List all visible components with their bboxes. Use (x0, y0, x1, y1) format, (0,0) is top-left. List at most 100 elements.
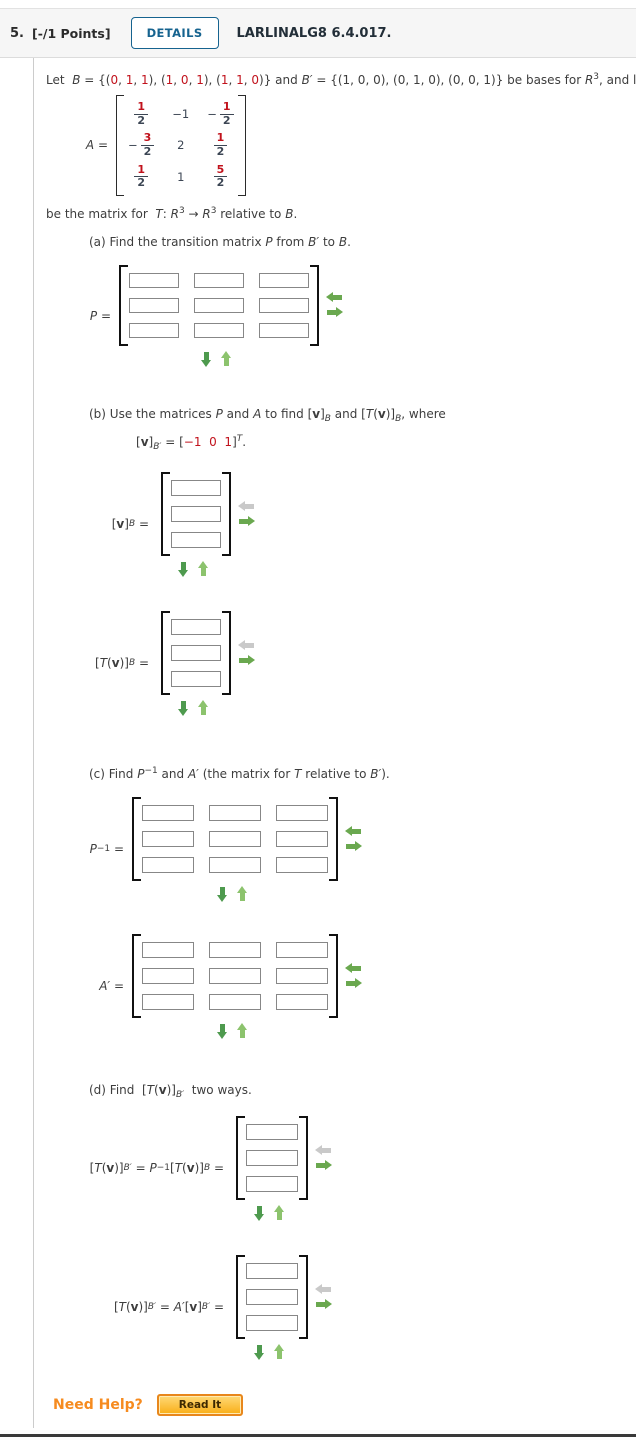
down-arrow-icon[interactable] (253, 1205, 265, 1221)
right-arrow-icon[interactable] (238, 654, 255, 666)
matrix-brackets (132, 933, 338, 1018)
matrix-answer-input[interactable] (194, 322, 244, 338)
matrix-answer-input[interactable] (171, 479, 221, 496)
need-help-section: Need Help? Read It (53, 1393, 628, 1416)
left-arrow-icon[interactable] (238, 500, 255, 512)
matrix-answer-input[interactable] (209, 967, 261, 984)
left-arrow-icon[interactable] (345, 825, 362, 837)
matrix-answer-input[interactable] (259, 272, 309, 288)
matrix-answer-input[interactable] (209, 856, 261, 873)
up-arrow-icon[interactable] (273, 1204, 285, 1221)
row-resize-arrows (117, 1022, 347, 1039)
left-arrow-icon[interactable] (345, 962, 362, 974)
matrix-answer-input[interactable] (171, 644, 221, 661)
text-segment: B′ (175, 1089, 185, 1100)
text-segment: and (157, 766, 188, 781)
matrix-answer-input[interactable] (129, 322, 179, 338)
right-arrow-icon[interactable] (345, 977, 362, 989)
details-button[interactable]: DETAILS (130, 17, 219, 49)
matrix-answer-input[interactable] (276, 804, 328, 821)
read-it-button[interactable]: Read It (156, 1393, 244, 1416)
matrix-answer-input[interactable] (246, 1149, 298, 1166)
left-arrow-icon[interactable] (315, 1283, 332, 1295)
up-arrow-icon[interactable] (236, 1022, 248, 1039)
text-segment: 3 (593, 72, 600, 82)
question-bottom-divider (0, 1433, 636, 1437)
matrix-answer-input[interactable] (209, 804, 261, 821)
question-points: [-/1 Points] (31, 25, 111, 41)
matrix-answer-input[interactable] (276, 856, 328, 873)
matrix-answer-input[interactable] (276, 967, 328, 984)
text-segment: ] (148, 434, 154, 449)
up-arrow-icon[interactable] (273, 1343, 285, 1360)
text-segment: )] (114, 1161, 124, 1176)
matrix-answer-input[interactable] (194, 272, 244, 288)
text-segment: relative to (301, 766, 371, 781)
matrix-answer-input[interactable] (276, 993, 328, 1010)
text-segment: R (584, 73, 594, 87)
down-arrow-icon[interactable] (216, 886, 228, 902)
matrix-answer-input[interactable] (171, 531, 221, 548)
down-arrow-icon[interactable] (200, 351, 212, 367)
text-segment: relative to (216, 206, 286, 221)
matrix-answer-input[interactable] (246, 1175, 298, 1192)
right-arrow-icon[interactable] (345, 840, 362, 852)
down-arrow-icon[interactable] (216, 1023, 228, 1039)
matrix-answer-input[interactable] (209, 830, 261, 847)
column-resize-arrows (315, 1144, 332, 1171)
up-arrow-icon[interactable] (220, 350, 232, 367)
text-segment: v (111, 656, 120, 671)
text-segment: −1 (183, 434, 202, 449)
matrix-answer-input[interactable] (129, 272, 179, 288)
right-arrow-icon[interactable] (315, 1298, 332, 1310)
down-arrow-icon[interactable] (177, 700, 189, 716)
matrix-answer-input[interactable] (209, 993, 261, 1010)
answer-label-d2: [T(v)]B′ = A′[v]B′ = (46, 1300, 224, 1314)
matrix-answer-input[interactable] (171, 670, 221, 687)
text-segment: to find [ (261, 406, 313, 421)
up-arrow-icon[interactable] (236, 885, 248, 902)
answer-matrix-p (119, 264, 343, 367)
matrix-answer-input[interactable] (246, 1262, 298, 1279)
up-arrow-icon[interactable] (197, 699, 209, 716)
left-arrow-icon[interactable] (326, 292, 343, 303)
matrix-a-entry: 2 (177, 138, 185, 153)
matrix-answer-input[interactable] (194, 297, 244, 313)
matrix-brackets (161, 471, 231, 556)
matrix-brackets (236, 1115, 308, 1200)
matrix-answer-input[interactable] (142, 804, 194, 821)
right-arrow-icon[interactable] (315, 1159, 332, 1171)
matrix-answer-input[interactable] (209, 941, 261, 958)
matrix-answer-input[interactable] (142, 993, 194, 1010)
right-arrow-icon[interactable] (238, 515, 255, 527)
left-arrow-icon[interactable] (315, 1144, 332, 1156)
column-resize-arrows (345, 825, 362, 852)
matrix-answer-input[interactable] (142, 967, 194, 984)
matrix-answer-input[interactable] (246, 1314, 298, 1331)
text-segment: . (347, 234, 351, 249)
matrix-answer-input[interactable] (276, 941, 328, 958)
text-segment: = (110, 842, 124, 857)
text-segment: A (253, 406, 262, 421)
up-arrow-icon[interactable] (197, 560, 209, 577)
text-segment: ( (101, 1161, 107, 1176)
down-arrow-icon[interactable] (253, 1344, 265, 1360)
matrix-answer-input[interactable] (142, 856, 194, 873)
left-arrow-icon[interactable] (238, 639, 255, 651)
text-segment: and [ (330, 406, 366, 421)
matrix-answer-input[interactable] (259, 322, 309, 338)
matrix-answer-input[interactable] (171, 618, 221, 635)
matrix-answer-input[interactable] (246, 1123, 298, 1140)
text-segment: )] (166, 1082, 176, 1097)
matrix-answer-input[interactable] (129, 297, 179, 313)
down-arrow-icon[interactable] (177, 561, 189, 577)
right-arrow-icon[interactable] (326, 307, 343, 318)
text-segment: v (130, 1300, 139, 1315)
matrix-answer-input[interactable] (142, 830, 194, 847)
matrix-answer-input[interactable] (276, 830, 328, 847)
matrix-answer-input[interactable] (171, 505, 221, 522)
text-segment: B′ (370, 766, 382, 781)
matrix-answer-input[interactable] (259, 297, 309, 313)
matrix-answer-input[interactable] (142, 941, 194, 958)
matrix-answer-input[interactable] (246, 1288, 298, 1305)
